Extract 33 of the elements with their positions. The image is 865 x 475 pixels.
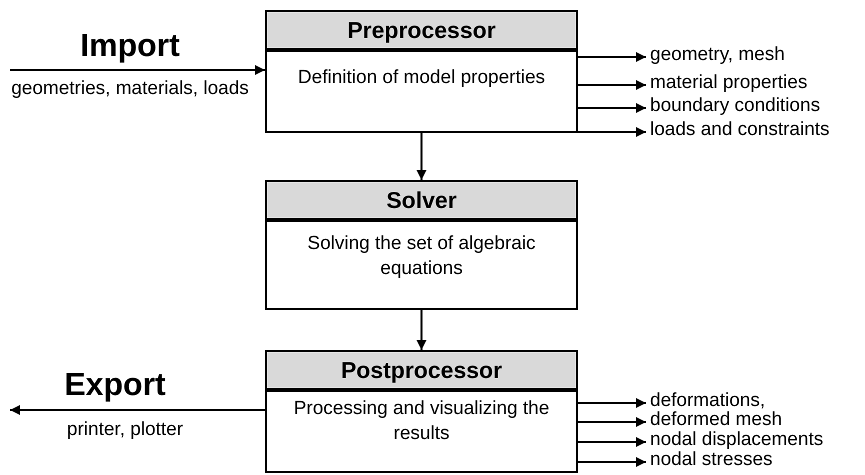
output-text: material properties xyxy=(650,73,808,93)
arrow xyxy=(578,52,646,62)
arrow xyxy=(578,103,646,113)
section-title: Import xyxy=(79,27,181,64)
arrow xyxy=(578,127,646,137)
output-text: nodal stresses xyxy=(650,450,773,470)
arrow xyxy=(578,398,646,408)
process-box xyxy=(265,350,578,473)
arrow xyxy=(416,133,426,180)
box-description: Processing and visualizing the results xyxy=(292,397,550,446)
arrow xyxy=(578,437,646,447)
output-text: deformed mesh xyxy=(650,410,782,430)
output-text: nodal displacements xyxy=(650,430,824,450)
output-text: loads and constraints xyxy=(650,120,830,140)
arrow xyxy=(578,80,646,90)
box-heading: Postprocessor xyxy=(340,356,502,384)
arrow xyxy=(578,417,646,427)
box-description: Solving the set of algebraic equations xyxy=(306,232,537,281)
section-title: Export xyxy=(63,366,167,403)
output-text: deformations, xyxy=(650,391,766,411)
box-description: Definition of model properties xyxy=(298,66,546,90)
input-description: geometries, materials, loads xyxy=(10,78,250,100)
output-text: geometry, mesh xyxy=(650,45,785,65)
output-text: boundary conditions xyxy=(650,96,820,116)
box-heading: Preprocessor xyxy=(347,16,496,44)
arrow xyxy=(10,405,265,415)
arrow xyxy=(10,65,265,75)
arrow xyxy=(578,457,646,467)
process-box xyxy=(265,180,578,310)
box-heading: Solver xyxy=(386,186,457,214)
arrow xyxy=(416,310,426,350)
output-description: printer, plotter xyxy=(66,419,184,441)
process-box xyxy=(265,10,578,133)
